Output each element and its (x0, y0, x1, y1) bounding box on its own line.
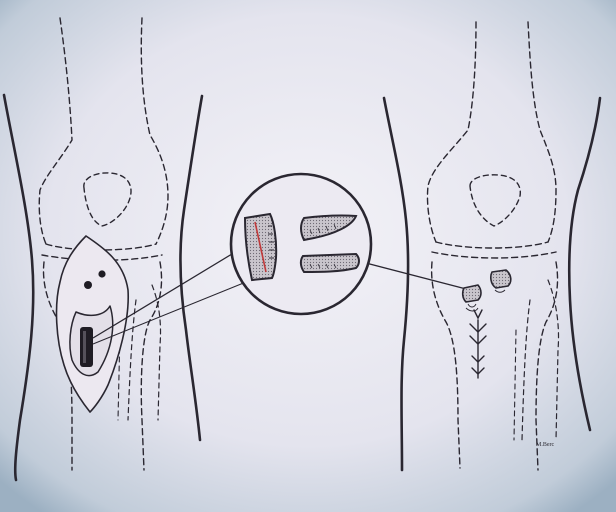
harvest-bone-block (80, 327, 93, 367)
drill-hole-2 (84, 281, 92, 289)
implanted-graft-1 (463, 285, 481, 302)
implanted-graft-2 (491, 270, 511, 288)
graft-wedge-lower (301, 254, 359, 272)
artist-signature: M.Berc (536, 442, 554, 448)
drill-hole-1 (98, 270, 105, 277)
